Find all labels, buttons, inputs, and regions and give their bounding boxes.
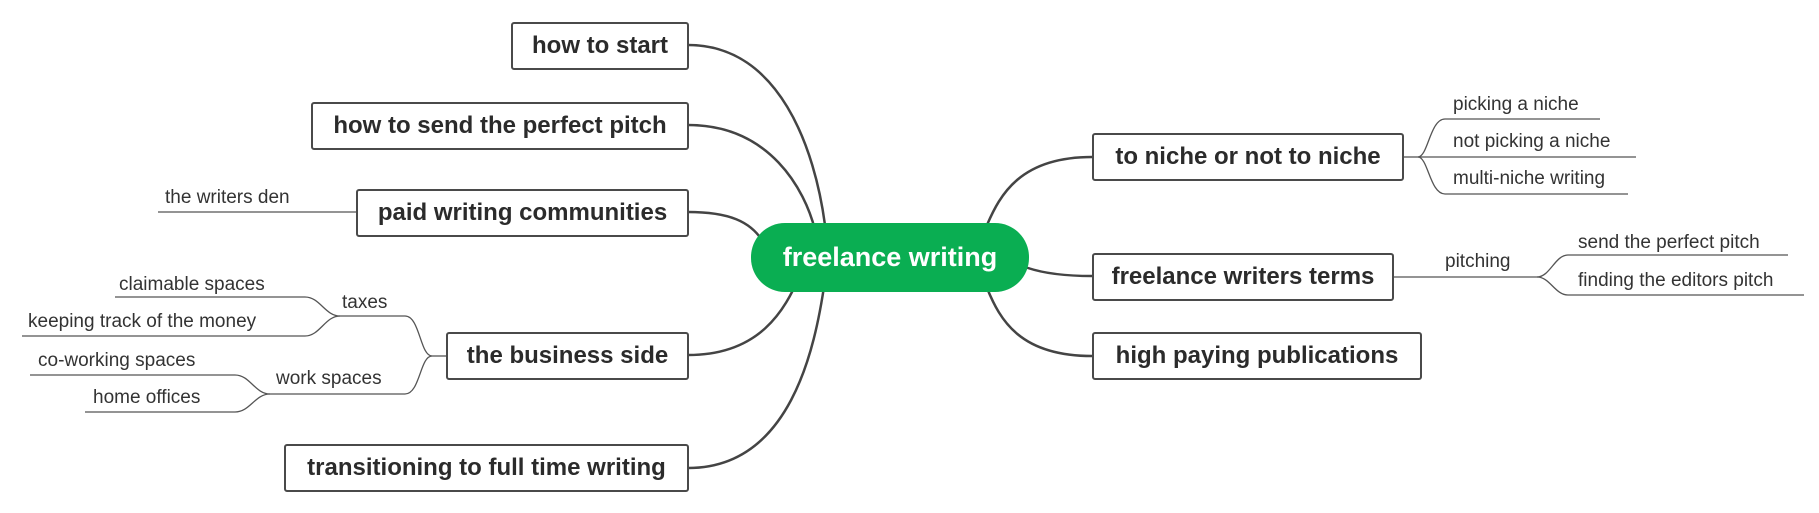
- branch-high-paying: [985, 286, 1094, 358]
- topic-paid-communities[interactable]: paid writing communities: [356, 189, 689, 237]
- branch-paid-communities: [686, 210, 764, 242]
- connector-taxes: [340, 315, 433, 357]
- branch-how-to-start: [686, 43, 827, 227]
- branch-terms: [1026, 266, 1094, 278]
- connector-claimable: [115, 296, 341, 317]
- root-topic[interactable]: freelance writing: [751, 223, 1029, 292]
- leaf-work-spaces[interactable]: work spaces: [276, 368, 382, 389]
- topic-perfect-pitch[interactable]: how to send the perfect pitch: [311, 102, 689, 150]
- leaf-claimable-spaces[interactable]: claimable spaces: [119, 274, 265, 295]
- leaf-picking-a-niche[interactable]: picking a niche: [1453, 94, 1579, 115]
- connector-home-offices: [85, 393, 271, 413]
- connector-money: [22, 315, 341, 337]
- leaf-taxes[interactable]: taxes: [342, 292, 388, 313]
- leaf-finding-the-editors-pitch[interactable]: finding the editors pitch: [1578, 270, 1774, 291]
- topic-terms[interactable]: freelance writers terms: [1092, 253, 1394, 301]
- connector-editors-pitch: [1536, 276, 1804, 296]
- branch-perfect-pitch: [686, 123, 817, 232]
- leaf-not-picking-a-niche[interactable]: not picking a niche: [1453, 131, 1611, 152]
- leaf-home-offices[interactable]: home offices: [93, 387, 201, 408]
- leaf-send-the-perfect-pitch[interactable]: send the perfect pitch: [1578, 232, 1760, 253]
- leaf-multi-niche-writing[interactable]: multi-niche writing: [1453, 168, 1606, 189]
- connector-coworking: [30, 374, 271, 395]
- connector-send-pitch: [1536, 254, 1788, 278]
- connector-work-spaces: [270, 355, 433, 395]
- leaf-co-working-spaces[interactable]: co-working spaces: [38, 350, 196, 371]
- topic-how-to-start[interactable]: how to start: [511, 22, 689, 70]
- topic-full-time[interactable]: transitioning to full time writing: [284, 444, 689, 492]
- connector-multi-niche: [1417, 156, 1628, 195]
- branch-niche: [985, 155, 1094, 227]
- topic-high-paying[interactable]: high paying publications: [1092, 332, 1422, 380]
- topic-niche[interactable]: to niche or not to niche: [1092, 133, 1404, 181]
- leaf-keeping-track-of-the-money[interactable]: keeping track of the money: [28, 311, 257, 332]
- branch-full-time: [686, 278, 827, 470]
- connector-picking-a-niche: [1417, 118, 1600, 158]
- leaf-the-writers-den[interactable]: the writers den: [165, 187, 290, 208]
- topic-business-side[interactable]: the business side: [446, 332, 689, 380]
- leaf-pitching[interactable]: pitching: [1445, 251, 1511, 272]
